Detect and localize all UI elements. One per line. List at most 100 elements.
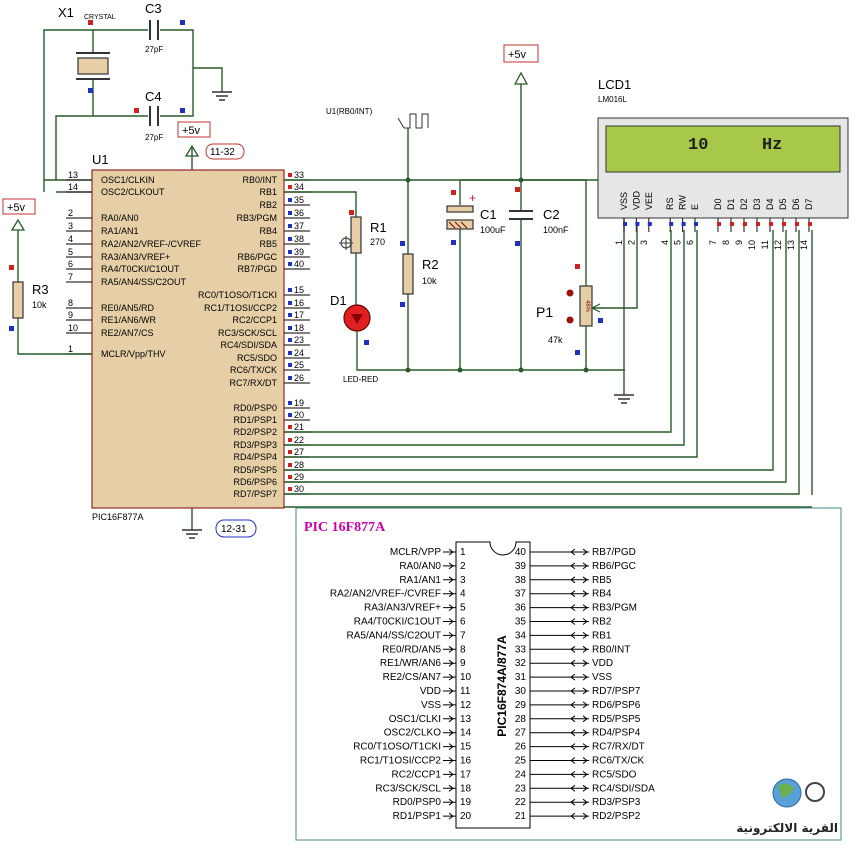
power-tag-text: 11-32 [210,147,235,158]
mcu-ref: U1 [92,152,109,167]
pin-marker [288,262,292,266]
lcd-pin-name: RS [665,197,675,210]
mcu-pin-number: 30 [294,484,304,494]
arrow-icon [443,771,456,778]
pinout-pin-number: 38 [515,575,527,586]
mcu-pin-number: 9 [68,310,73,320]
mcu-body [91,169,285,509]
lcd-pin-number: 2 [626,240,636,245]
pinout-pin-label: RD6/PSP6 [592,700,641,711]
mcu-pin-label: RB7/PGD [237,264,277,274]
mcu-pin-number: 14 [68,182,78,192]
wire-d5 [284,230,787,483]
wire-rb1 [284,191,357,217]
probe-icon [397,117,405,129]
input-section: U1(RB0/INT) R1 270 D1 LED-RED R2 10k [284,107,625,384]
mcu-pin-label: OSC1/CLKIN [101,175,155,185]
arrow-icon [443,562,456,570]
mcu-pin-label: RD6/PSP6 [233,477,277,487]
mcu-pin-label: RD4/PSP4 [233,452,277,462]
wire-d4 [284,230,774,471]
pin-marker [288,313,292,317]
lcd-pin-name: E [690,204,700,210]
power-arrow-icon [184,144,200,157]
c2-ref: C2 [543,207,560,222]
pinout-pin-number: 6 [460,617,466,628]
pinout-pin-number: 11 [460,686,471,697]
mcu-pin-label: RA5/AN4/SS/C2OUT [101,277,187,287]
arrow-icon [530,687,589,695]
lcd-pin-name: D1 [726,198,736,210]
ground-tag [215,519,257,538]
d1-type: LED-RED [343,375,378,384]
junction [518,177,524,183]
mcu-pin-number: 1 [68,344,73,354]
arrow-icon [530,715,589,723]
pinout-pin-number: 23 [515,783,527,794]
mcu-pin-number: 7 [68,272,73,282]
lcd-pin-name: D7 [804,198,814,210]
mcu-pin-number: 2 [68,208,73,218]
lcd-pin-number: 4 [660,240,670,245]
ground-icon [614,394,634,404]
pinout-pin-number: 27 [515,728,527,739]
pinout-pin-number: 3 [460,575,466,586]
arrow-icon [530,659,589,667]
mcu-pin-number: 5 [68,247,73,257]
lcd-display-value: 10 [688,136,708,155]
junction [457,367,463,373]
pin-marker [288,326,292,330]
pin-marker [288,475,292,479]
mcu-pin-number: 37 [294,221,304,231]
wire-rw [284,230,685,446]
mcu-part: PIC16F877A [92,512,144,522]
mcu-pin-label: RE2/AN7/CS [101,328,154,338]
globe-land-icon [778,783,794,798]
pin-marker [717,222,721,226]
mcu-pin-label: RB5 [259,239,277,249]
wire-e [284,230,698,458]
mcu-pin-number: 36 [294,208,304,218]
pin-marker [756,222,760,226]
lcd-pin-number: 11 [760,240,770,249]
arrow-icon [443,715,456,723]
mcu-pin-number: 40 [294,259,304,269]
arrow-icon [443,632,456,639]
arrow-icon [530,576,589,584]
pinout-pin-number: 17 [460,769,472,780]
mcu-pin-label: RC4/SDI/SDA [220,340,277,350]
lcd-pin-number: 9 [734,240,744,245]
arrow-icon [443,659,456,667]
mcu-pin-number: 25 [294,360,304,370]
contrast-pot: 48% P1 47k [536,218,638,404]
pin-marker [288,425,292,429]
arrow-icon [443,743,456,750]
arrow-icon [530,673,589,681]
wire-ground-bus [356,331,625,371]
arrow-icon [530,743,589,750]
arrow-icon [530,604,589,611]
pin-marker [669,222,674,226]
pin-marker [88,20,93,25]
r3-ref: R3 [32,282,49,297]
arrow-icon [530,548,589,556]
mcu-pin-label: RC1/T1OSI/CCP2 [204,303,277,313]
c4-value: 27pF [145,133,163,142]
pin-marker [400,241,405,246]
arrow-icon [443,798,456,806]
arrow-icon [530,798,589,806]
pinout-pin-number: 35 [515,617,527,628]
pinout-pin-number: 22 [515,797,527,808]
r1-value: 270 [370,237,385,247]
pinout-pin-label: RC3/SCK/SCL [375,783,441,794]
pinout-pin-number: 2 [460,561,466,572]
pinout-pin-label: VDD [420,686,441,697]
lcd-module: LCD1 LM016L 10 Hz VSS1VDD2VEE3RS4RW5E6D0… [597,77,849,250]
mcu-pin-number: 24 [294,348,304,358]
pin-marker [288,288,292,292]
pinout-pin-number: 14 [460,728,472,739]
